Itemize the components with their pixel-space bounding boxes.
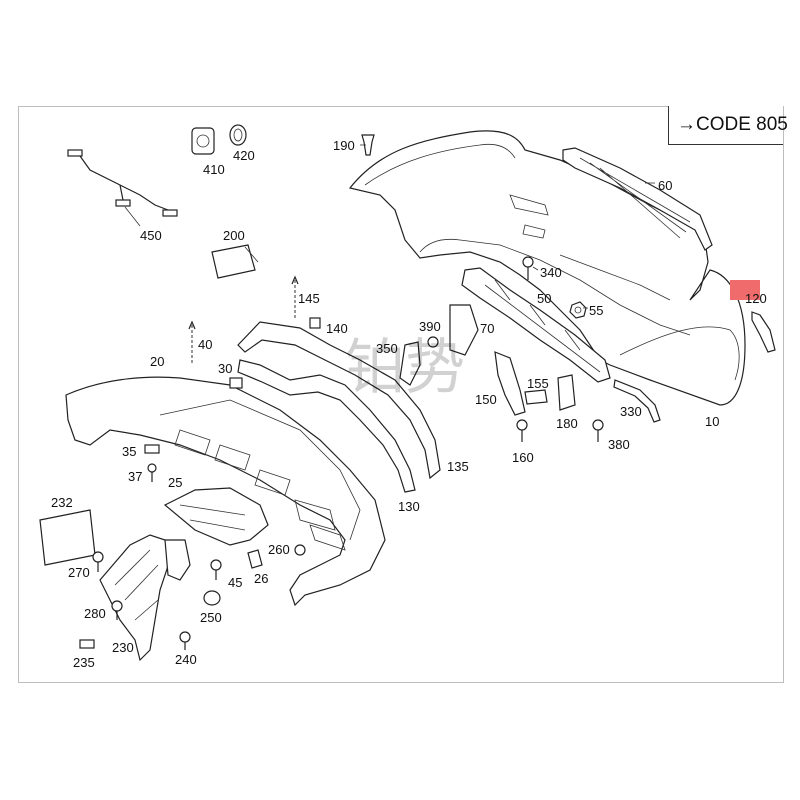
part-label-232: 232 xyxy=(51,495,73,510)
watermark-text: 铂势 xyxy=(345,333,465,403)
part-label-410: 410 xyxy=(203,162,225,177)
screw-part-380 xyxy=(592,419,604,442)
part-label-70: 70 xyxy=(480,321,495,336)
screw-part-160 xyxy=(516,419,528,442)
clip-part-270 xyxy=(92,551,104,572)
part-label-270: 270 xyxy=(68,565,90,580)
part-label-160: 160 xyxy=(512,450,534,465)
part-label-280: 280 xyxy=(84,606,106,621)
panel-part-232 xyxy=(39,509,96,566)
clip-part-35 xyxy=(144,444,160,454)
part-label-145: 145 xyxy=(298,291,320,306)
cap-part-200 xyxy=(211,244,259,279)
diffuser-part-20 xyxy=(65,376,386,607)
part-label-30: 30 xyxy=(218,361,233,376)
part-label-180: 180 xyxy=(556,416,578,431)
part-label-45: 45 xyxy=(228,575,243,590)
screw-part-190 xyxy=(361,134,375,156)
part-label-155: 155 xyxy=(527,376,549,391)
part-label-135: 135 xyxy=(447,459,469,474)
wire-harness-part-450 xyxy=(67,149,178,217)
clip-part-140 xyxy=(309,317,321,329)
grommet-part-250 xyxy=(203,590,221,606)
molding-part-130 xyxy=(237,359,416,493)
part-label-190: 190 xyxy=(333,138,355,153)
part-label-25: 25 xyxy=(168,475,183,490)
clip-part-260 xyxy=(294,544,306,556)
part-label-37: 37 xyxy=(128,469,143,484)
bracket-part-70 xyxy=(449,304,479,356)
part-label-20: 20 xyxy=(150,354,165,369)
impact-bracket-part-50 xyxy=(461,267,611,383)
part-label-240: 240 xyxy=(175,652,197,667)
screw-part-340 xyxy=(522,256,534,280)
nut-part-55 xyxy=(569,301,587,319)
sensor-part-410 xyxy=(191,127,215,155)
stud-part-40 xyxy=(188,320,196,365)
part-label-130: 130 xyxy=(398,499,420,514)
part-label-330: 330 xyxy=(620,404,642,419)
highlight-marker xyxy=(730,280,760,300)
trim-strip-part-60 xyxy=(562,147,713,251)
screw-part-37 xyxy=(147,463,157,482)
part-label-390: 390 xyxy=(419,319,441,334)
bracket-part-150 xyxy=(494,351,526,416)
clip-part-235 xyxy=(79,639,95,649)
part-label-55: 55 xyxy=(589,303,604,318)
part-label-450: 450 xyxy=(140,228,162,243)
part-label-150: 150 xyxy=(475,392,497,407)
screw-part-240 xyxy=(179,631,191,650)
clip-part-30 xyxy=(229,377,243,389)
part-label-260: 260 xyxy=(268,542,290,557)
screw-part-280 xyxy=(111,600,123,620)
bracket-part-350 xyxy=(399,341,421,386)
part-label-35: 35 xyxy=(122,444,137,459)
part-label-60: 60 xyxy=(658,178,673,193)
reflector-part-330 xyxy=(613,379,661,423)
part-label-10: 10 xyxy=(705,414,720,429)
part-label-140: 140 xyxy=(326,321,348,336)
clip-part-155 xyxy=(524,389,548,405)
part-label-340: 340 xyxy=(540,265,562,280)
part-label-200: 200 xyxy=(223,228,245,243)
part-label-380: 380 xyxy=(608,437,630,452)
code-reference-box: →CODE 805 xyxy=(668,106,788,145)
part-label-40: 40 xyxy=(198,337,213,352)
part-label-26: 26 xyxy=(254,571,269,586)
cover-part-25 xyxy=(163,487,269,546)
part-label-50: 50 xyxy=(537,291,552,306)
bracket-part-230 xyxy=(99,534,191,662)
bracket-part-180 xyxy=(557,374,576,411)
part-label-230: 230 xyxy=(112,640,134,655)
part-label-235: 235 xyxy=(73,655,95,670)
molding-part-135 xyxy=(237,321,441,480)
screw-part-45 xyxy=(210,559,222,580)
part-label-250: 250 xyxy=(200,610,222,625)
stud-part-145 xyxy=(291,275,299,318)
part-label-420: 420 xyxy=(233,148,255,163)
part-label-350: 350 xyxy=(376,341,398,356)
grommet-part-390 xyxy=(427,336,439,348)
clip-part-120 xyxy=(751,311,776,353)
code-reference-label: →CODE 805 xyxy=(677,114,788,135)
clip-part-26 xyxy=(247,549,263,569)
ring-part-420 xyxy=(229,124,247,146)
part-label-120: 120 xyxy=(745,291,767,306)
